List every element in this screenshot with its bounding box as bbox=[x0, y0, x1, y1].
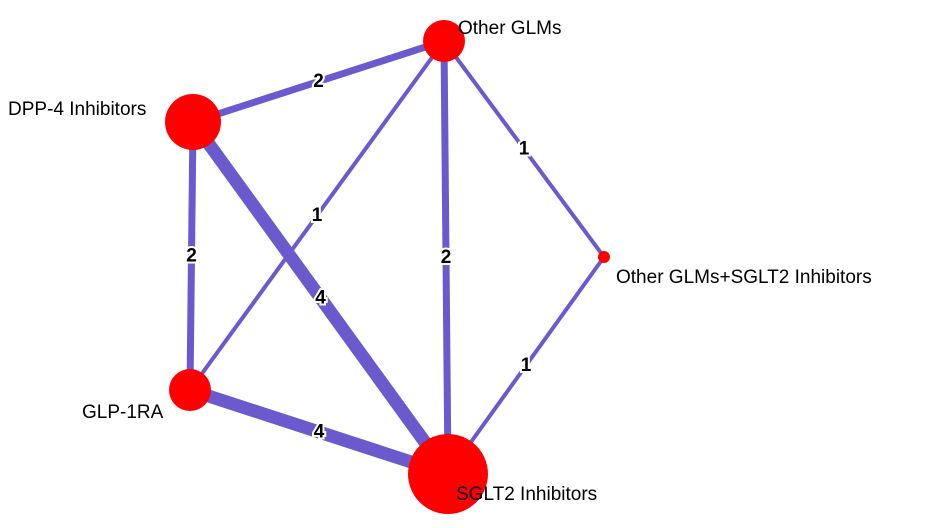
edge-label-dpp4-other_glms: 2 bbox=[313, 71, 324, 92]
edge-other_glms-other_sglt2 bbox=[442, 39, 606, 259]
nodes-layer bbox=[165, 20, 610, 514]
node-label-sglt2: SGLT2 Inhibitors bbox=[456, 484, 597, 505]
node-dpp4 bbox=[165, 94, 221, 150]
node-sglt2 bbox=[408, 434, 488, 514]
edge-label-glp1ra-sglt2: 4 bbox=[314, 422, 325, 443]
edge-sglt2-other_sglt2 bbox=[446, 255, 606, 476]
edge-dpp4-sglt2 bbox=[187, 118, 454, 478]
edges-layer bbox=[186, 37, 606, 481]
node-label-dpp4: DPP-4 Inhibitors bbox=[8, 99, 146, 120]
edge-dpp4-glp1ra bbox=[186, 121, 197, 391]
edge-label-other_glms-sglt2: 2 bbox=[441, 247, 452, 268]
edge-labels-layer: 2 1 1 2 2 4 4 1 bbox=[184, 69, 534, 445]
node-other_sglt2 bbox=[598, 251, 610, 263]
node-label-other_glms: Other GLMs bbox=[458, 18, 561, 39]
edge-glp1ra-other_glms bbox=[188, 39, 446, 392]
node-other_glms bbox=[423, 20, 465, 62]
edge-label-other_glms-other_sglt2: 1 bbox=[519, 139, 530, 160]
node-glp1ra bbox=[169, 369, 211, 411]
edge-other_glms-sglt2 bbox=[440, 40, 452, 475]
node-label-other_sglt2: Other GLMs+SGLT2 Inhibitors bbox=[616, 267, 872, 288]
edge-label-glp1ra-other_glms: 1 bbox=[312, 205, 323, 226]
edge-dpp4-other_glms bbox=[191, 37, 446, 126]
edge-label-sglt2-other_sglt2: 1 bbox=[521, 355, 532, 376]
edge-label-dpp4-sglt2: 4 bbox=[315, 288, 326, 309]
edge-label-dpp4-glp1ra: 2 bbox=[186, 246, 197, 267]
edge-glp1ra-sglt2 bbox=[187, 383, 451, 481]
node-label-glp1ra: GLP-1RA bbox=[82, 402, 164, 423]
